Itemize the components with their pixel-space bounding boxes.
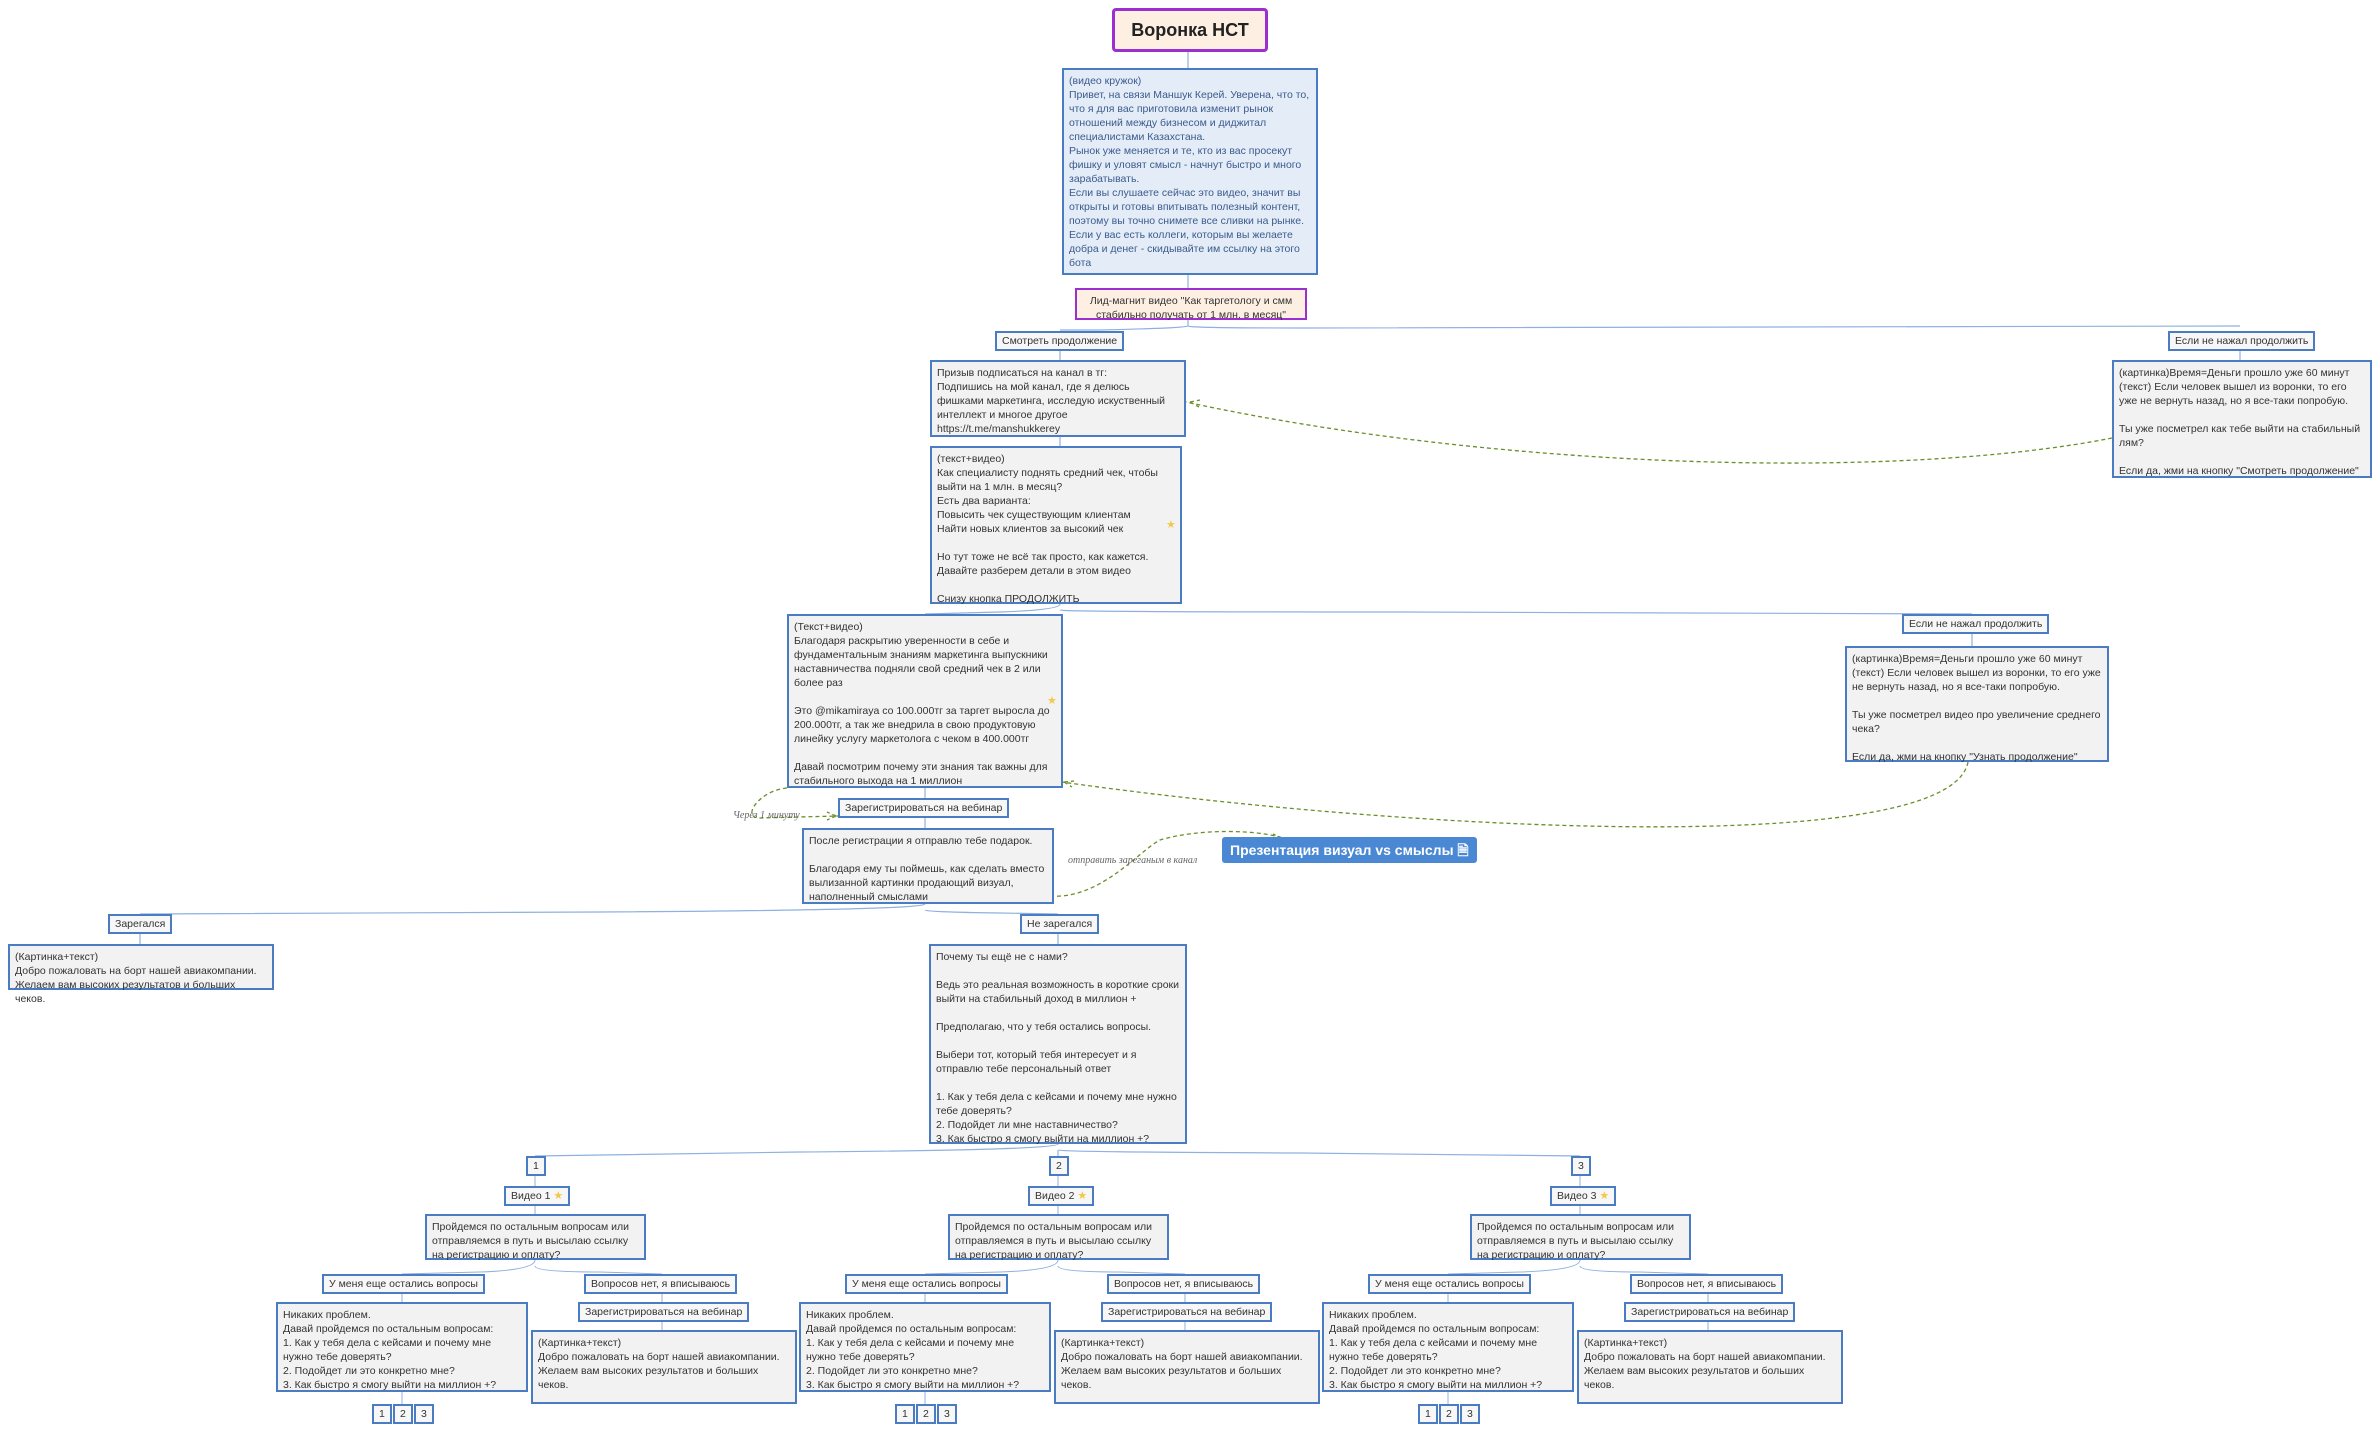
branch-3-sub-1[interactable]: 1: [1418, 1404, 1438, 1424]
branch-3-welcome-node[interactable]: (Картинка+текст) Добро пожаловать на бор…: [1577, 1330, 1843, 1404]
star-icon: ★: [1599, 1190, 1610, 1202]
in-minute-note: Через 1 минуту: [733, 810, 800, 821]
branch-3-register-webinar[interactable]: Зарегистрироваться на вебинар: [1624, 1302, 1796, 1322]
branch-2-number[interactable]: 2: [1049, 1156, 1069, 1176]
not-clicked-continue-label-2[interactable]: Если не нажал продолжить: [1902, 614, 2050, 634]
branch-1-have-questions[interactable]: У меня еще остались вопросы: [322, 1274, 485, 1294]
branch-1-sub-3[interactable]: 3: [414, 1404, 434, 1424]
intro-video-node[interactable]: (видео кружок) Привет, на связи Маншук К…: [1062, 68, 1318, 275]
branch-2-sub-3[interactable]: 3: [937, 1404, 957, 1424]
branch-1-welcome-node[interactable]: (Картинка+текст) Добро пожаловать на бор…: [531, 1330, 797, 1404]
welcome-node-left[interactable]: (Картинка+текст) Добро пожаловать на бор…: [8, 944, 274, 1005]
star-icon: ★: [1077, 1190, 1088, 1202]
register-webinar-label[interactable]: Зарегистрироваться на вебинар: [838, 798, 1010, 818]
branch-3-no-questions[interactable]: Вопросов нет, я вписываюсь: [1630, 1274, 1784, 1294]
not-registered-label[interactable]: Не зарегался: [1020, 914, 1100, 934]
reminder-node-2[interactable]: (картинка)Время=Деньги прошло уже 60 мин…: [1845, 646, 2109, 763]
reminder-node-1[interactable]: (картинка)Время=Деньги прошло уже 60 мин…: [2112, 360, 2372, 478]
video-3-label: Видео 3: [1557, 1190, 1597, 1202]
branch-1-number[interactable]: 1: [526, 1156, 546, 1176]
registered-label[interactable]: Зарегался: [108, 914, 173, 934]
funnel-title: Воронка НСТ: [1112, 8, 1268, 52]
why-not-with-us-node[interactable]: Почему ты ещё не с нами? Ведь это реальн…: [929, 944, 1187, 1145]
text-video-node-2[interactable]: (Текст+видео) Благодаря раскрытию уверен…: [787, 614, 1063, 788]
branch-2-video[interactable]: Видео 2 ★: [1028, 1186, 1095, 1206]
branch-2-sub-1[interactable]: 1: [895, 1404, 915, 1424]
branch-2-sub-2[interactable]: 2: [916, 1404, 936, 1424]
presentation-label: Презентация визуал vs смыслы: [1230, 842, 1454, 858]
branch-3-video[interactable]: Видео 3 ★: [1550, 1186, 1617, 1206]
star-icon: ★: [1166, 519, 1176, 531]
file-icon: 🗎: [1457, 842, 1469, 858]
video-1-label: Видео 1: [511, 1190, 551, 1202]
branch-1-go-through-node[interactable]: Пройдемся по остальным вопросам или отпр…: [425, 1214, 646, 1261]
send-to-channel-note: отправить зареганым в канал: [1068, 855, 1198, 866]
star-icon: ★: [1047, 695, 1057, 707]
branch-2-register-webinar[interactable]: Зарегистрироваться на вебинар: [1101, 1302, 1273, 1322]
branch-3-no-problem-node[interactable]: Никаких проблем. Давай пройдемся по оста…: [1322, 1302, 1574, 1392]
not-clicked-continue-label[interactable]: Если не нажал продолжить: [2168, 331, 2316, 351]
branch-2-go-through-node[interactable]: Пройдемся по остальным вопросам или отпр…: [948, 1214, 1169, 1261]
text-video-node-1[interactable]: (текст+видео) Как специалисту поднять ср…: [930, 446, 1182, 605]
branch-connectors: [401, 1176, 1709, 1404]
branch-2-no-questions[interactable]: Вопросов нет, я вписываюсь: [1107, 1274, 1261, 1294]
video-2-label: Видео 2: [1035, 1190, 1075, 1202]
branch-2-no-problem-node[interactable]: Никаких проблем. Давай пройдемся по оста…: [799, 1302, 1051, 1392]
dashed-relations: [751, 399, 2113, 897]
branch-1-no-problem-node[interactable]: Никаких проблем. Давай пройдемся по оста…: [276, 1302, 528, 1392]
branch-3-number[interactable]: 3: [1571, 1156, 1591, 1176]
branch-2-have-questions[interactable]: У меня еще остались вопросы: [845, 1274, 1008, 1294]
branch-1-sub-1[interactable]: 1: [372, 1404, 392, 1424]
star-icon: ★: [553, 1190, 564, 1202]
branch-3-sub-2[interactable]: 2: [1439, 1404, 1459, 1424]
branch-3-sub-3[interactable]: 3: [1460, 1404, 1480, 1424]
branch-3-go-through-node[interactable]: Пройдемся по остальным вопросам или отпр…: [1470, 1214, 1691, 1261]
branch-1-register-webinar[interactable]: Зарегистрироваться на вебинар: [578, 1302, 750, 1322]
after-registration-node[interactable]: После регистрации я отправлю тебе подаро…: [802, 828, 1054, 904]
presentation-button[interactable]: Презентация визуал vs смыслы 🗎: [1222, 837, 1477, 863]
branch-2-welcome-node[interactable]: (Картинка+текст) Добро пожаловать на бор…: [1054, 1330, 1320, 1404]
watch-continue-label[interactable]: Смотреть продолжение: [995, 331, 1125, 351]
branch-3-have-questions[interactable]: У меня еще остались вопросы: [1368, 1274, 1531, 1294]
branch-1-sub-2[interactable]: 2: [393, 1404, 413, 1424]
branch-1-video[interactable]: Видео 1 ★: [504, 1186, 571, 1206]
subscribe-channel-node[interactable]: Призыв подписаться на канал в тг: Подпиш…: [930, 360, 1186, 437]
branch-1-no-questions[interactable]: Вопросов нет, я вписываюсь: [584, 1274, 738, 1294]
lead-magnet-node[interactable]: Лид-магнит видео "Как таргетологу и смм …: [1075, 288, 1307, 321]
